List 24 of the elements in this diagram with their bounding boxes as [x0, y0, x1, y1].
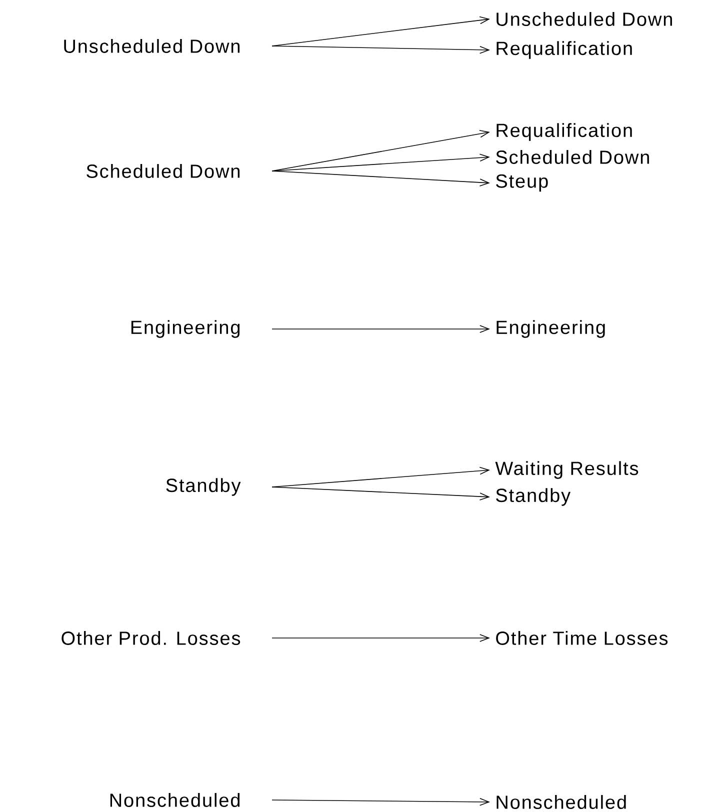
target-label: Scheduled Down — [496, 150, 649, 164]
target-label: Requalification — [496, 123, 632, 141]
arrow — [272, 154, 490, 172]
arrow — [272, 130, 490, 172]
arrow — [272, 46, 490, 54]
arrow — [272, 325, 490, 333]
target-label: Requalification — [496, 41, 632, 59]
target-label: Steup — [496, 174, 548, 192]
target-label: Nonscheduled — [496, 795, 626, 809]
source-label: Unscheduled Down — [64, 39, 240, 53]
target-label: Waiting Results — [495, 461, 638, 479]
target-label: Other Time Losses — [496, 631, 668, 645]
arrow — [272, 486, 490, 500]
source-label: Scheduled Down — [86, 164, 240, 178]
source-label: Standby — [166, 478, 241, 496]
source-label: Nonscheduled — [110, 793, 240, 807]
source-label: Engineering — [131, 320, 240, 338]
target-label: Unscheduled Down — [496, 12, 672, 26]
arrow — [272, 170, 490, 186]
source-label: Other Prod. Losses — [62, 631, 240, 645]
arrow — [272, 798, 490, 806]
target-label: Engineering — [496, 320, 605, 338]
target-label: Standby — [496, 488, 571, 506]
arrow — [272, 634, 490, 642]
